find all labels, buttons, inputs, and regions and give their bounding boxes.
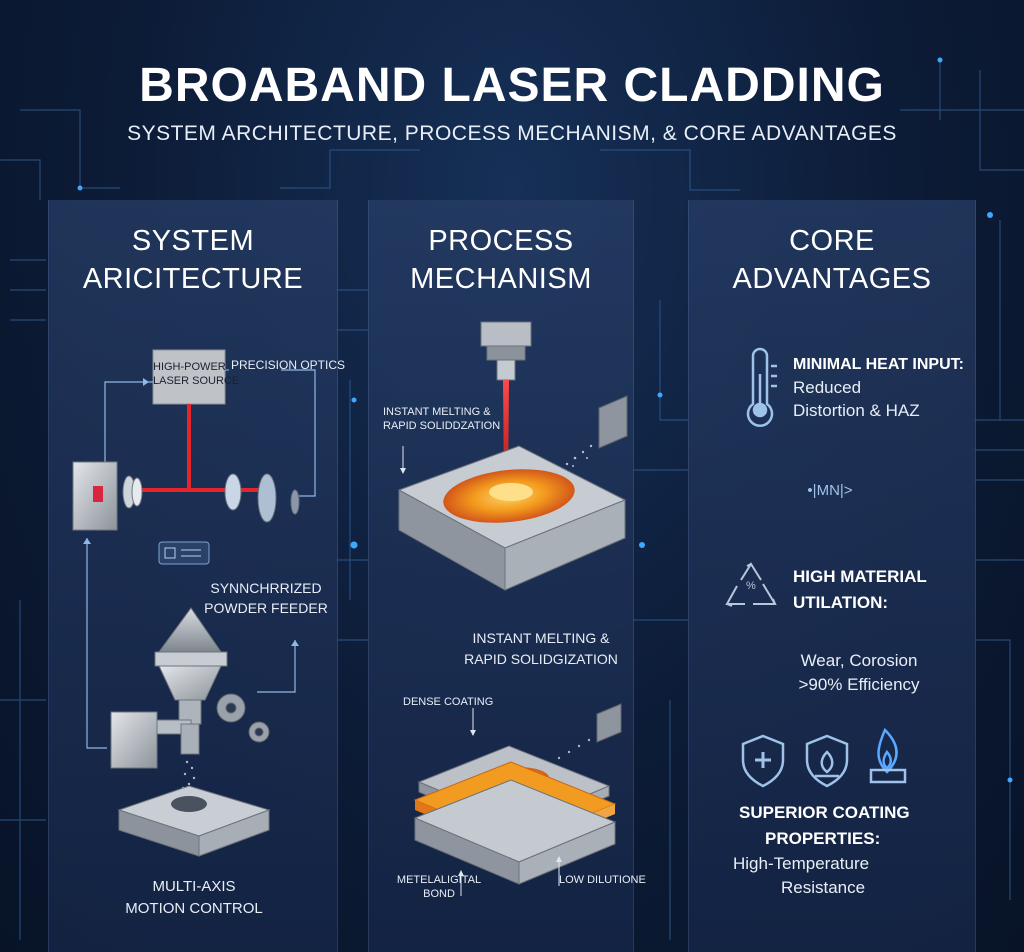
dense-coating-label: DENSE COATING <box>403 696 494 708</box>
material-title-line1: HIGH MATERIAL <box>793 567 927 586</box>
powder-feeder-line1: SYNNCHRRIZED <box>210 580 322 596</box>
melting-caption-line2: RAPID SOLIDGIZATION <box>464 651 618 667</box>
lens-2 <box>257 473 277 523</box>
motion-control-label: MULTI-AXIS MOTION CONTROL <box>109 876 279 920</box>
gear-icon <box>216 693 270 743</box>
page-title: BROABAND LASER CLADDING <box>139 59 885 112</box>
laser-source-box <box>152 349 226 405</box>
feeder-motor <box>110 711 158 769</box>
process-mechanism-panel: PROCESS MECHANISM <box>368 200 646 952</box>
powder-nozzle <box>598 395 628 449</box>
advantages-heading-line1: CORE <box>789 225 875 257</box>
recycle-glyph: % <box>746 580 756 592</box>
recycle-icon <box>725 562 777 607</box>
heat-input-line2: Distortion & HAZ <box>793 401 920 420</box>
shield-flame-icon <box>805 734 849 788</box>
laser-source-line2: LASER SOURCE <box>153 375 240 387</box>
melting-caption: INSTANT MELTING & RAPID SOLIDGIZATION <box>441 628 641 670</box>
system-architecture-panel: SYSTEM ARICITECTURE <box>48 200 345 952</box>
powder-feeder-label: SYNNCHRRIZED POWDER FEEDER <box>201 578 331 618</box>
bond-label-line1: METELALIGITAL <box>396 874 482 886</box>
efficiency-line1: Wear, Corosion <box>800 651 918 670</box>
coating-line3: High-Temperature <box>733 854 870 873</box>
advantages-heading-line2: ADVANTAGES <box>732 263 932 295</box>
advantages-icons <box>725 347 907 788</box>
coating-line4: Resistance <box>781 878 866 897</box>
bond-label: METELALIGITAL BOND <box>389 873 489 901</box>
melting-callout-line2: RAPID SOLIDDZATION <box>383 420 501 432</box>
material-title-line2: UTILATION: <box>793 593 889 612</box>
motion-control-line1: MULTI-AXIS <box>152 878 236 895</box>
core-advantages-panel: CORE ADVANTAGES <box>688 200 976 952</box>
system-heading: SYSTEM ARICITECTURE <box>49 222 337 298</box>
laser-nozzle <box>480 321 532 347</box>
precision-optics-label: PRECISION OPTICS <box>231 358 346 372</box>
laser-beam <box>125 404 259 492</box>
heat-input-title: MINIMAL HEAT INPUT: <box>793 356 964 373</box>
lens-3 <box>290 489 300 515</box>
flame-icon <box>869 727 907 784</box>
process-heading-line1: PROCESS <box>428 225 574 257</box>
efficiency-line2: >90% Efficiency <box>798 675 920 694</box>
melting-callout: INSTANT MELTING & RAPID SOLIDDZATION <box>383 405 500 433</box>
bond-label-line2: BOND <box>423 888 455 900</box>
system-heading-line2: ARICITECTURE <box>82 263 304 295</box>
melting-callout-line1: INSTANT MELTING & <box>383 406 491 418</box>
system-heading-line1: SYSTEM <box>131 225 255 257</box>
melting-caption-line1: INSTANT MELTING & <box>472 630 610 646</box>
process-diagram <box>397 321 628 896</box>
coating-title-line1: SUPERIOR COATING <box>739 803 910 822</box>
controller-device <box>158 541 210 565</box>
laser-source-label: HIGH-POWER LASER SOURCE <box>153 360 240 388</box>
process-heading: PROCESS MECHANISM <box>369 222 633 298</box>
scale-glyph: •|MN|> <box>807 482 853 499</box>
low-dilution-label: LOW DILUTIONE <box>559 874 646 886</box>
process-heading-line2: MECHANISM <box>410 263 592 295</box>
motion-control-line2: MOTION CONTROL <box>125 900 263 917</box>
thermometer-icon <box>746 347 777 427</box>
system-diagram <box>72 349 316 857</box>
laser-source-line1: HIGH-POWER <box>153 361 226 373</box>
powder-feeder-line2: POWDER FEEDER <box>204 600 328 616</box>
heat-input-line1: Reduced <box>793 378 862 397</box>
advantages-heading: CORE ADVANTAGES <box>689 222 975 298</box>
coating-title-line2: PROPERTIES: <box>765 829 881 848</box>
lens-1 <box>224 473 242 511</box>
page-subtitle: SYSTEM ARCHITECTURE, PROCESS MECHANISM, … <box>127 122 897 145</box>
shield-plus-icon <box>741 734 785 788</box>
